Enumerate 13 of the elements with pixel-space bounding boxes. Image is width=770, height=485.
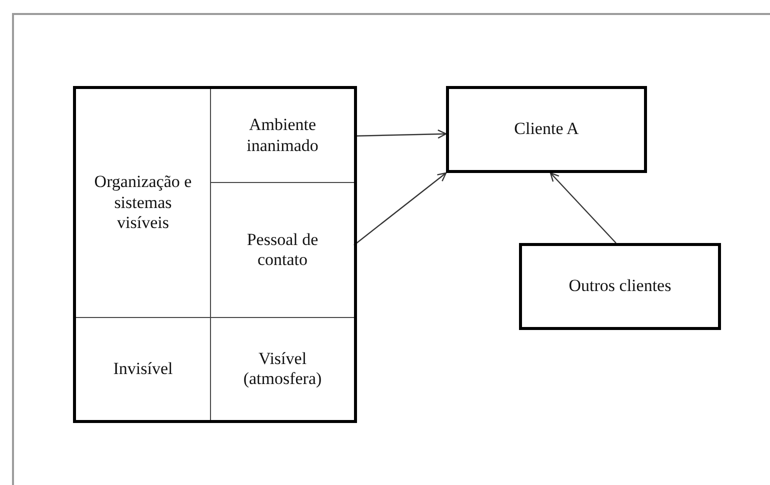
box-label: Visível (atmosfera) bbox=[242, 348, 323, 390]
table-box bbox=[73, 86, 357, 423]
process-box bbox=[519, 243, 721, 330]
box-label: Invisível bbox=[112, 358, 174, 380]
box-label: Pessoal de contato bbox=[246, 230, 320, 270]
box-label: Organização e sistemas visíveis bbox=[93, 172, 193, 234]
arrow bbox=[550, 172, 616, 244]
box-label: Outros clientes bbox=[568, 276, 672, 297]
process-box bbox=[446, 86, 647, 173]
arrow bbox=[354, 172, 447, 246]
box-label: Ambiente inanimado bbox=[246, 115, 320, 156]
box-label: Cliente A bbox=[513, 119, 580, 140]
table-cell bbox=[76, 89, 211, 318]
